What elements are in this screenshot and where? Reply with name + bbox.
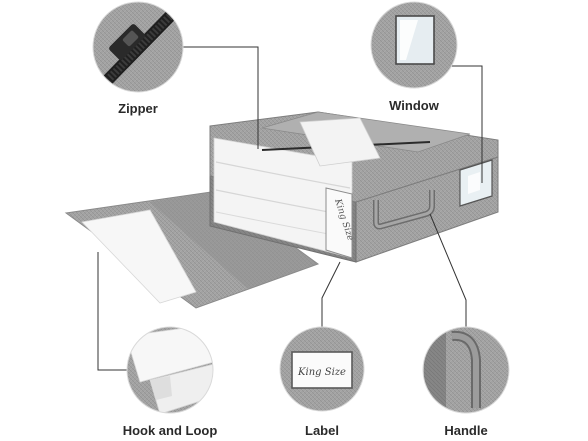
hook-leader	[97, 252, 127, 371]
handle-callout-circle	[422, 326, 510, 414]
window-leader	[451, 65, 483, 183]
zipper-callout-circle	[92, 1, 184, 93]
leader-lines	[97, 46, 483, 371]
handle-caption: Handle	[444, 423, 488, 438]
handle-leader	[429, 213, 467, 327]
label-callout-card-text: King Size	[297, 367, 346, 378]
window-caption: Window	[389, 98, 439, 113]
label-caption: Label	[305, 423, 339, 438]
side-window	[459, 159, 493, 207]
hook-and-loop-callout-circle	[126, 326, 214, 414]
hook-and-loop-strip	[81, 209, 197, 304]
window-callout-circle	[370, 1, 458, 89]
label-leader	[321, 261, 341, 327]
hook-and-loop-caption: Hook and Loop	[122, 423, 218, 438]
storage-box: King Size	[209, 111, 499, 263]
side-handle	[373, 190, 435, 230]
zipper-leader	[183, 46, 259, 149]
front-label-card	[325, 187, 353, 259]
label-callout-circle: King Size	[279, 326, 365, 412]
zipper-caption: Zipper	[118, 101, 158, 116]
